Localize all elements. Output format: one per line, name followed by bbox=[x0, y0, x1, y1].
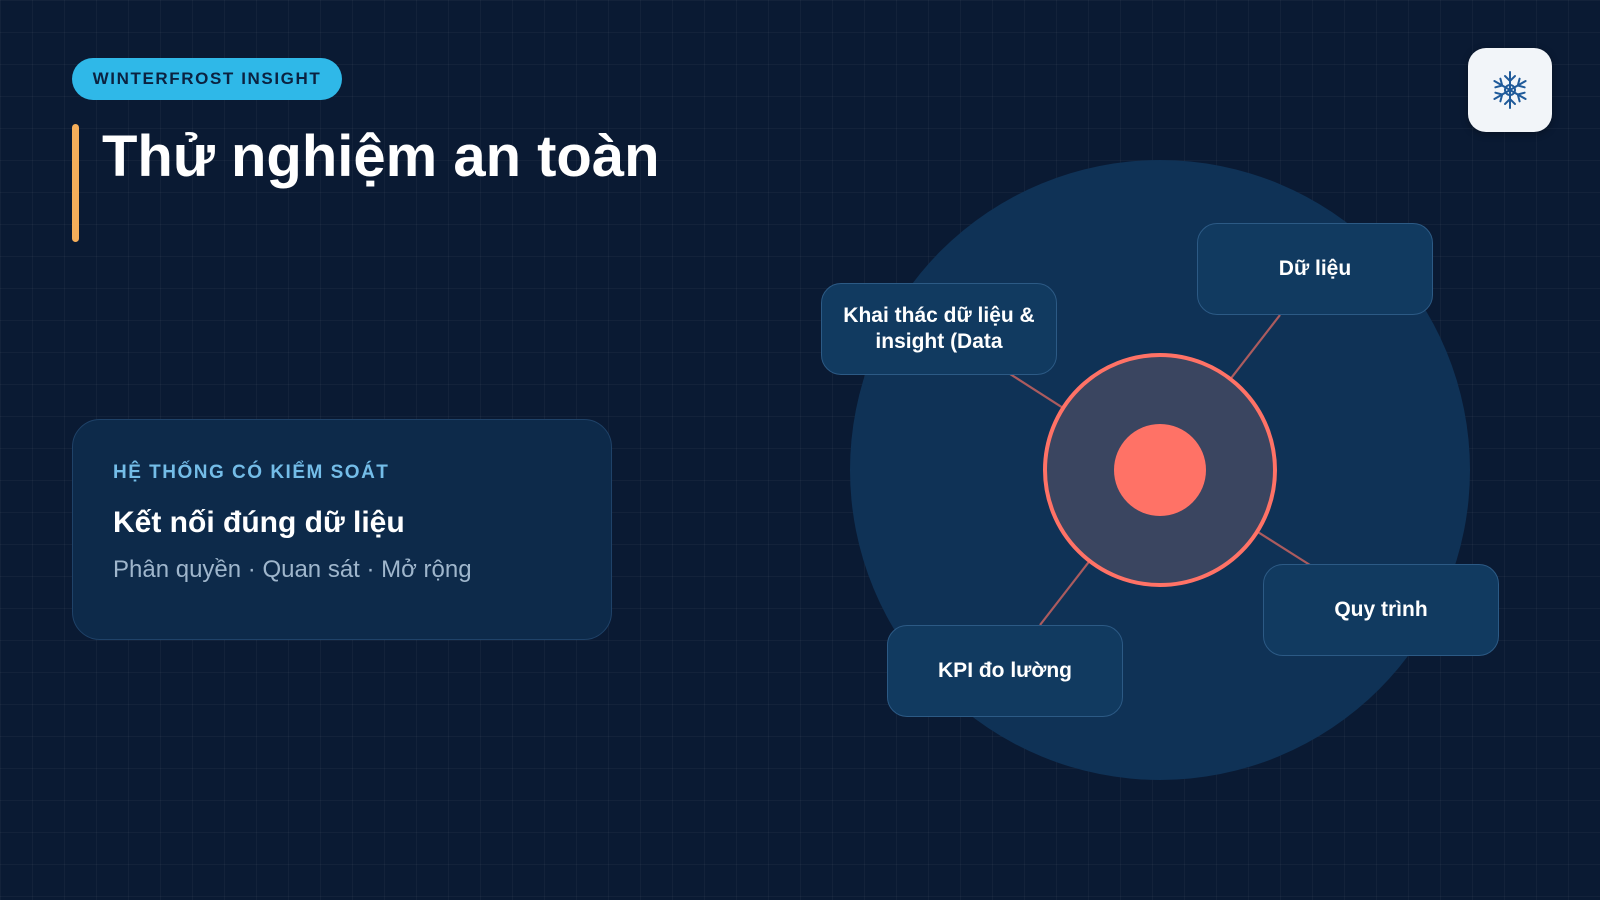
hub-ring bbox=[1043, 353, 1277, 587]
info-card: HỆ THỐNG CÓ KIỂM SOÁT Kết nối đúng dữ li… bbox=[72, 419, 612, 640]
connector-data bbox=[1159, 314, 1281, 471]
hub-core bbox=[1114, 424, 1206, 516]
node-data: Dữ liệu bbox=[1197, 223, 1433, 315]
card-heading: Kết nối đúng dữ liệu bbox=[113, 506, 405, 539]
node-insight: Khai thác dữ liệu & insight (Data bbox=[821, 283, 1057, 375]
node-kpi: KPI đo lường bbox=[887, 625, 1123, 717]
brand-pill: WINTERFROST INSIGHT bbox=[72, 58, 342, 100]
title-accent-bar bbox=[72, 124, 79, 242]
connector-process bbox=[1159, 469, 1311, 566]
logo bbox=[1468, 48, 1552, 132]
node-process: Quy trình bbox=[1263, 564, 1499, 656]
connector-kpi bbox=[1039, 469, 1161, 626]
snowflake-icon bbox=[1493, 71, 1527, 109]
connector-insight bbox=[1009, 373, 1161, 471]
page-title: Thử nghiệm an toàn bbox=[102, 124, 660, 189]
card-eyebrow: HỆ THỐNG CÓ KIỂM SOÁT bbox=[113, 462, 390, 483]
card-subtitle: Phân quyền · Quan sát · Mở rộng bbox=[113, 556, 472, 583]
